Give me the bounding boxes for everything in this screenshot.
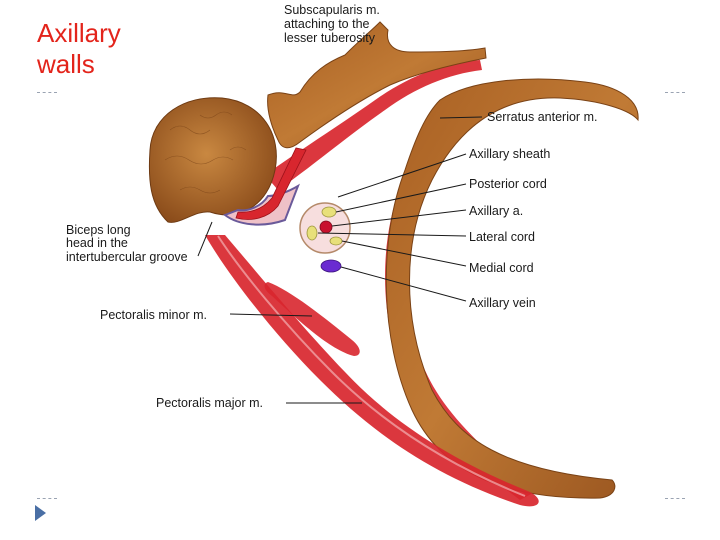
axillary-artery (319, 220, 333, 234)
pectoralis-major-inner (217, 235, 526, 497)
pectoralis-minor-muscle (264, 282, 360, 356)
scapula-bone (267, 21, 487, 149)
label-medial-cord: Medial cord (469, 261, 534, 275)
corner-dash-bottom-left (37, 498, 57, 499)
label-axillary-sheath: Axillary sheath (469, 147, 550, 161)
label-serratus-anterior: Serratus anterior m. (487, 110, 597, 124)
posterior-cord-nerve (321, 206, 337, 218)
title-line-2: walls (37, 49, 95, 79)
lateral-cord-nerve (306, 225, 318, 241)
label-axillary-vein: Axillary vein (469, 296, 536, 310)
label-biceps-line-1: Biceps long (66, 223, 131, 237)
leader-lines (197, 116, 483, 404)
label-subscapularis-line-3: lesser tuberosity (284, 31, 376, 45)
corner-dash-top-right (665, 92, 685, 93)
title-line-1: Axillary (37, 18, 121, 48)
medial-cord-nerve (329, 236, 343, 246)
label-biceps-line-2: head in the (66, 236, 128, 250)
play-arrow-icon[interactable] (35, 505, 46, 521)
label-subscapularis-line-2: attaching to the (284, 17, 370, 31)
label-pectoralis-major: Pectoralis major m. (156, 396, 263, 410)
corner-dash-top-left (37, 92, 57, 93)
biceps-long-head-tendon (235, 147, 307, 220)
label-subscapularis-line-1: Subscapularis m. (284, 3, 380, 17)
slide-title: Axillary walls (37, 18, 121, 80)
humerus-texture (164, 111, 247, 194)
label-biceps-line-3: intertubercular groove (66, 250, 188, 264)
label-posterior-cord: Posterior cord (469, 177, 547, 191)
subscapularis-muscle (265, 60, 482, 190)
label-axillary-artery: Axillary a. (469, 204, 523, 218)
label-lateral-cord: Lateral cord (469, 230, 535, 244)
rib-bone (385, 78, 639, 499)
label-pectoralis-minor: Pectoralis minor m. (100, 308, 207, 322)
pectoralis-major-muscle (205, 235, 539, 507)
axillary-vein (320, 259, 342, 273)
corner-dash-bottom-right (665, 498, 685, 499)
